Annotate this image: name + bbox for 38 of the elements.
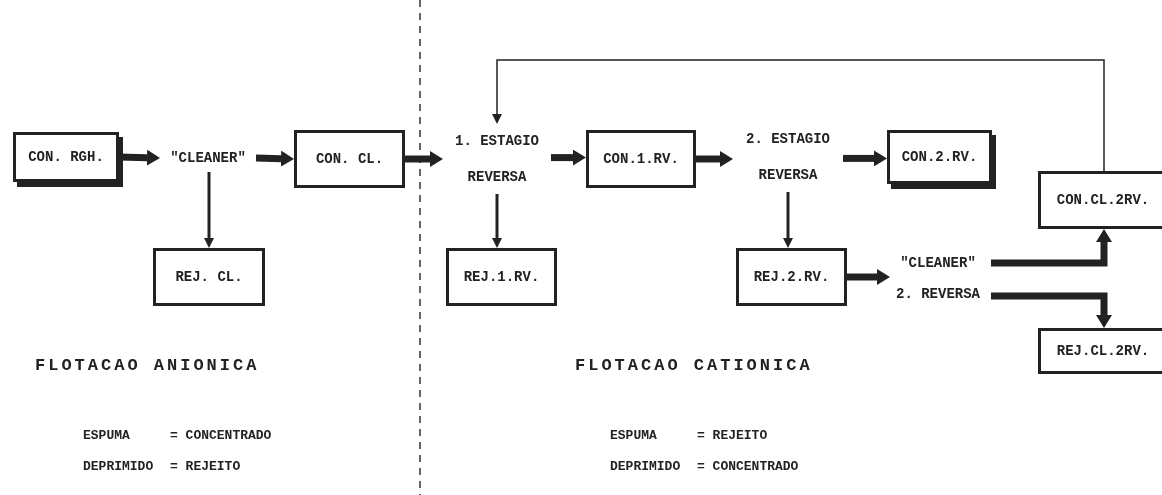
box-label: CON. CL.: [315, 151, 384, 167]
section-heading: FLOTACAO CATIONICA: [575, 356, 813, 375]
legend-note: = REJEITO: [170, 459, 241, 474]
box-label: CON.2.RV.: [901, 149, 978, 165]
box-label: REJ.1.RV.: [463, 269, 540, 285]
arrow: [492, 194, 502, 248]
step-label: 2. ESTAGIO REVERSA: [745, 130, 831, 185]
box-label: REJ. CL.: [175, 269, 243, 285]
process-box: [294, 130, 405, 188]
box-label: CON.1.RV.: [603, 151, 679, 167]
box-label: CON.CL.2RV.: [1056, 192, 1150, 208]
arrow: [204, 172, 214, 248]
section-heading: FLOTACAO ANIONICA: [35, 356, 260, 375]
process-box: [1038, 328, 1162, 374]
legend-note: ESPUMA: [83, 428, 130, 443]
arrow: [492, 59, 1105, 172]
legend-note: = CONCENTRADO: [170, 428, 272, 443]
arrow: [405, 151, 443, 167]
box-label: REJ.CL.2RV.: [1056, 343, 1150, 359]
legend-note: = REJEITO: [697, 428, 768, 443]
legend-note: ESPUMA: [610, 428, 657, 443]
process-box: [586, 130, 696, 188]
legend-note: = CONCENTRADO: [697, 459, 799, 474]
box-label: REJ.2.RV.: [753, 269, 830, 285]
process-box: [153, 248, 265, 306]
legend-note: DEPRIMIDO: [610, 459, 681, 474]
box-label: CON. RGH.: [28, 149, 104, 165]
process-box: [736, 248, 847, 306]
arrow: [847, 269, 890, 285]
arrow: [696, 151, 733, 167]
step-label: "CLEANER" 2. REVERSA: [895, 254, 981, 304]
process-box: [1038, 171, 1162, 229]
arrow: [783, 192, 793, 248]
arrow: [255, 150, 294, 167]
process-box: [446, 248, 557, 306]
step-label: "CLEANER": [170, 149, 246, 168]
legend-note: DEPRIMIDO: [83, 459, 154, 474]
step-label: 1. ESTAGIO REVERSA: [454, 132, 540, 187]
